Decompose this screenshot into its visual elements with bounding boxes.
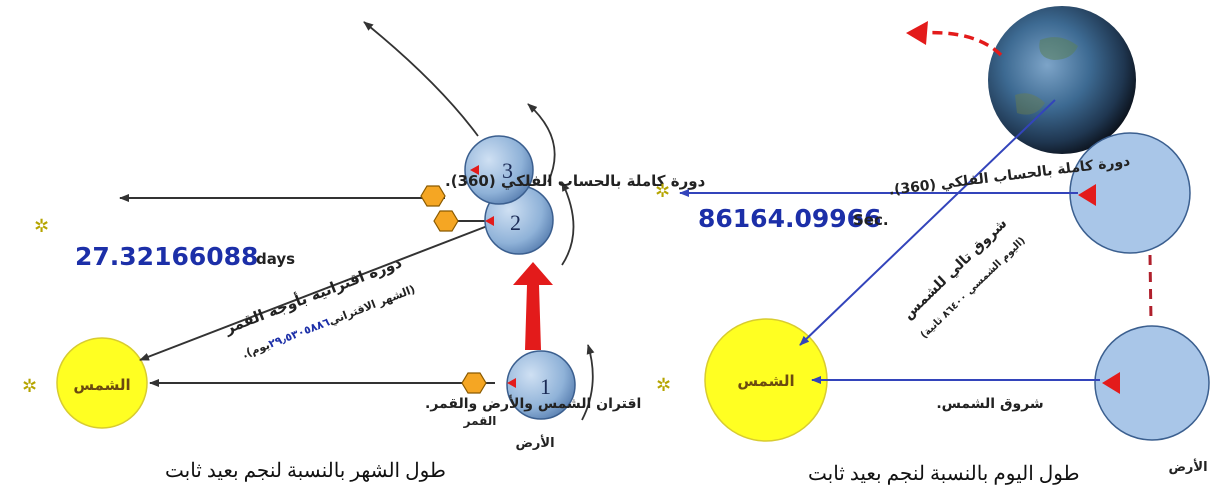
globe-land (1015, 93, 1045, 115)
star-icon: ✲ (656, 375, 671, 396)
earth-label: الأرض (1168, 458, 1207, 475)
star-icon: ✲ (22, 376, 37, 397)
sun-direction-marker (470, 165, 479, 175)
rotation-arrowhead (906, 21, 928, 45)
rotation-arc (561, 181, 575, 266)
right-panel: ✲ ✲ الشمس دورة كاملة بالحساب الفلكي (360… (655, 6, 1210, 475)
sun-label: الشمس (73, 376, 130, 394)
moon-marker (420, 185, 446, 207)
left-panel: ✲ ✲ الشمس 1 2 3 دورة كاملة (22, 21, 706, 451)
solar-day-arrow (799, 99, 1056, 346)
sidereal-month-value: 27.32166088 (75, 242, 258, 271)
position-number: 1 (540, 374, 551, 399)
moon-marker (433, 210, 459, 232)
sunrise-label: شروق الشمس. (936, 396, 1043, 412)
right-caption: طول اليوم بالنسبة لنجم بعيد ثابت (808, 463, 1080, 485)
globe-land (1039, 37, 1078, 60)
sun-direction-marker (1102, 372, 1120, 394)
star-icon: ✲ (655, 181, 670, 202)
earth-position-3 (464, 135, 534, 205)
earth-label: الأرض (515, 434, 554, 451)
full-rotation-label: دورة كاملة بالحساب الفلكي (360). (445, 172, 706, 190)
synodic-detail-suffix: يوم). (240, 339, 271, 361)
moon-marker (461, 372, 487, 394)
position-number: 2 (510, 210, 521, 235)
sidereal-day-unit: Sec. (853, 211, 889, 229)
earth-position-next (1094, 325, 1210, 441)
sun-label: الشمس (737, 372, 794, 390)
synodic-detail-value: ٢٩٫٥٣٠٥٨٨٦ (267, 315, 332, 350)
sun-direction-marker (1078, 184, 1096, 206)
rotation-direction-arrow (921, 30, 1003, 57)
sun-direction-marker (485, 216, 494, 226)
left-caption: طول الشهر بالنسبة لنجم بعيد ثابت (165, 460, 446, 482)
earth-position-1 (506, 350, 576, 420)
orbit-progress-arrow (513, 262, 553, 350)
rotation-arc (527, 103, 556, 183)
star-icon: ✲ (34, 216, 49, 237)
synodic-arrow (139, 224, 491, 361)
sidereal-day-value: 86164.09966 (698, 204, 881, 233)
moon-label: القمر (463, 414, 497, 428)
conjunction-label: اقتران الشمس والأرض والقمر. (425, 395, 641, 412)
orbit-path (1148, 254, 1153, 323)
earth-globe (988, 6, 1136, 154)
sidereal-month-unit: days (256, 250, 295, 268)
orbit-arc (363, 21, 479, 137)
sun-direction-marker (507, 378, 516, 388)
sun-circle (56, 337, 148, 429)
rotation-arc (581, 344, 595, 421)
position-number: 3 (502, 158, 513, 183)
